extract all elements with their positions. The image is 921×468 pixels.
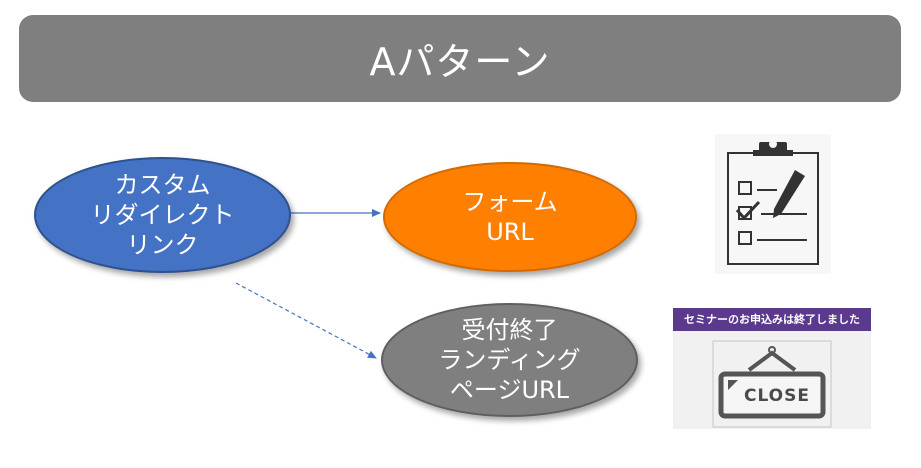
clipboard-checklist-icon <box>715 134 831 274</box>
node-custom-redirect-label: カスタム リダイレクト リンク <box>90 171 235 259</box>
pattern-title-banner: Aパターン <box>19 15 901 102</box>
node-form-url-label: フォーム URL <box>462 188 558 246</box>
node-closed-landing-label: 受付終了 ランディング ページURL <box>438 316 581 404</box>
node-custom-redirect-link: カスタム リダイレクト リンク <box>34 157 291 273</box>
node-form-url: フォーム URL <box>383 162 637 272</box>
closed-notice-header: セミナーのお申込みは終了しました <box>673 308 871 331</box>
pattern-title: Aパターン <box>369 40 551 84</box>
close-sign-text: CLOSE <box>743 386 810 406</box>
edge-custom-to-closed <box>235 282 377 359</box>
close-sign-icon <box>712 340 832 428</box>
node-closed-landing-page-url: 受付終了 ランディング ページURL <box>381 303 638 417</box>
seminar-closed-image: セミナーのお申込みは終了しました CLOSE <box>673 308 871 429</box>
